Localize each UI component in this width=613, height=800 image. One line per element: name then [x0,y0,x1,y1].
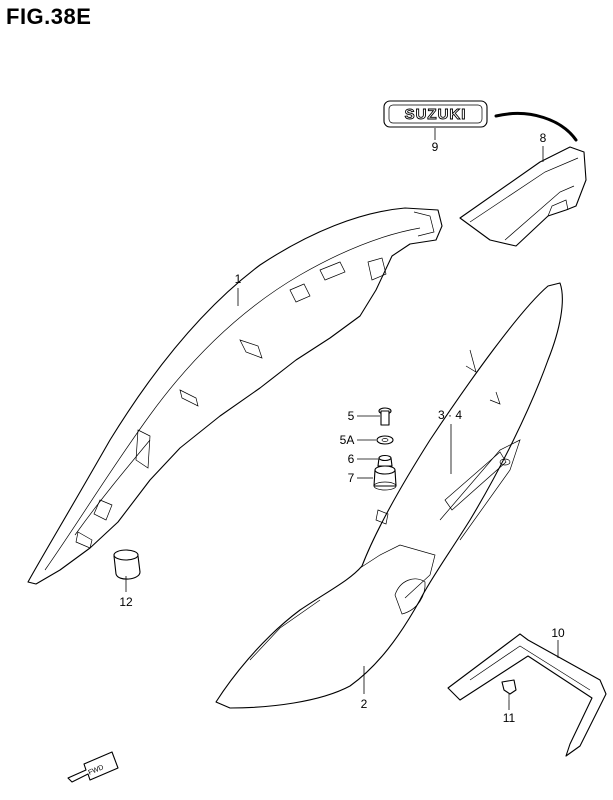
part-12-grommet[interactable] [113,549,141,580]
callout-2: 2 [361,697,368,711]
leader-lines [125,128,559,710]
part-6-nut[interactable] [377,454,393,467]
callout-1: 1 [235,272,242,286]
part-7-cushion[interactable] [373,465,397,491]
part-5a-washer[interactable] [376,435,394,445]
callout-7: 7 [348,471,355,485]
callout-5a: 5A [340,433,355,447]
callout-9: 9 [432,140,439,154]
part-10-bracket[interactable] [447,633,607,757]
callout-10: 10 [551,626,565,640]
part-11-clip[interactable] [501,679,517,700]
callout-11: 11 [503,711,516,725]
callout-3-4: 3 · 4 [438,408,462,422]
callout-5: 5 [348,409,355,423]
emblem-text: SUZUKI [405,106,467,123]
callout-12: 12 [119,595,133,609]
part-1-frame-cover[interactable] [27,207,443,585]
part-2-side-cover[interactable] [215,282,563,709]
fwd-direction-arrow: FWD [67,751,119,783]
callout-6: 6 [348,452,355,466]
figure-title: FIG.38E [6,4,92,29]
callout-8: 8 [540,131,547,145]
part-8-rear-cowl[interactable] [459,112,587,247]
part-9-emblem[interactable]: SUZUKI [383,100,488,128]
part-5-screw[interactable] [378,407,392,426]
